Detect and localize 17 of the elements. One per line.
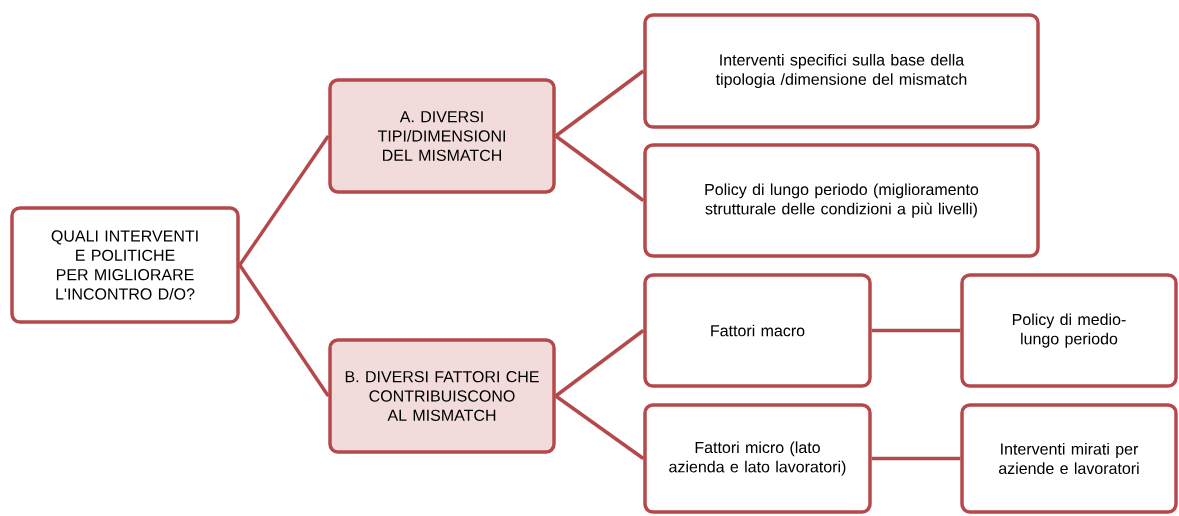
text-box: Policy di lungo periodo (miglioramento strutturale delle condizioni a più livelli) bbox=[643, 143, 1040, 258]
connector-line bbox=[554, 394, 645, 460]
connector-line bbox=[871, 456, 961, 461]
category-box: B. DIVERSI FATTORI CHE CONTRIBUISCONO AL MISMATCH bbox=[328, 338, 556, 454]
connector-line bbox=[238, 264, 330, 397]
connector-line bbox=[238, 135, 330, 266]
text-box: Fattori macro bbox=[643, 273, 872, 388]
category-box: A. DIVERSI TIPI/DIMENSIONI DEL MISMATCH bbox=[328, 78, 556, 194]
connector-line bbox=[871, 328, 961, 333]
text-box: QUALI INTERVENTI E POLITICHE PER MIGLIORARE L'INCONTRO D/O? bbox=[10, 206, 240, 324]
text-box: Policy di medio-lungo periodo bbox=[960, 273, 1178, 388]
connector-line bbox=[554, 134, 645, 202]
text-box: Interventi mirati per aziende e lavoratori bbox=[960, 403, 1178, 514]
text-box: Fattori micro (lato azienda e lato lavoratori) bbox=[643, 403, 872, 514]
connector-line bbox=[554, 69, 645, 138]
connector-line bbox=[554, 329, 645, 398]
text-box: Interventi specifici sulla base della tipologia /dimensione del mismatch bbox=[643, 13, 1040, 129]
